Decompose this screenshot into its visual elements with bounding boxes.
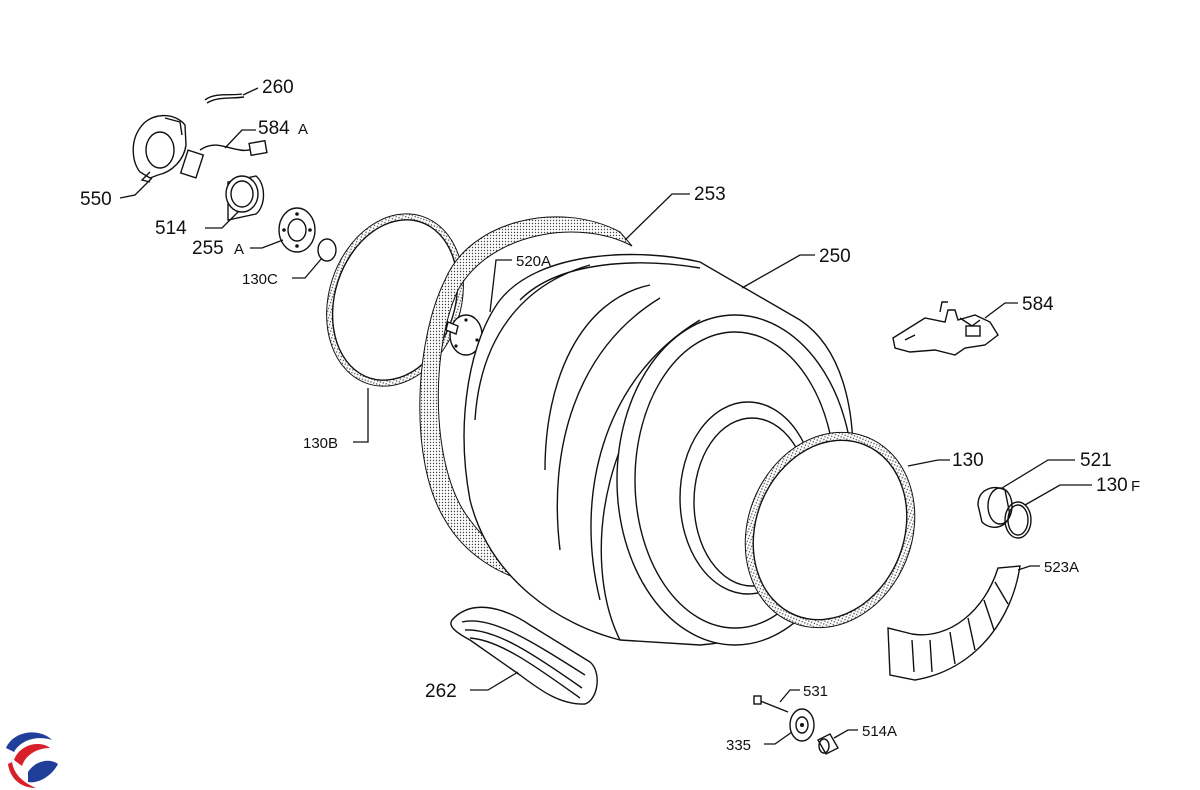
label-523a: 523A <box>1044 559 1079 576</box>
part-260: 260 <box>204 77 294 104</box>
label-584: 584 <box>1022 294 1054 315</box>
label-520a: 520A <box>516 253 551 270</box>
part-335: 335 <box>726 708 815 754</box>
part-531: 531 <box>753 683 828 713</box>
label-335: 335 <box>726 737 751 754</box>
part-584: 584 <box>892 294 1054 356</box>
label-130b: 130B <box>303 435 338 452</box>
label-531: 531 <box>803 683 828 700</box>
part-130f: 130 F <box>1004 475 1140 539</box>
label-514a: 514A <box>862 723 897 740</box>
label-255a: 255 <box>192 238 224 259</box>
label-260: 260 <box>262 77 294 98</box>
part-584a: 584 A <box>179 118 308 179</box>
label-521: 521 <box>1080 450 1112 471</box>
label-250: 250 <box>819 246 851 267</box>
part-255a: 255 A <box>192 207 316 259</box>
label-262: 262 <box>425 681 457 702</box>
label-130f-suffix: F <box>1131 478 1140 495</box>
part-514a: 514A <box>817 723 897 755</box>
label-584a: 584 <box>258 118 290 139</box>
label-253: 253 <box>694 184 726 205</box>
part-514: 514 <box>155 175 265 239</box>
part-130c: 130C <box>242 238 337 288</box>
label-584a-suffix: A <box>298 121 308 138</box>
part-550: 550 <box>80 114 187 210</box>
label-130c: 130C <box>242 271 278 288</box>
label-514: 514 <box>155 218 187 239</box>
part-130: 130 <box>744 431 984 629</box>
part-253: 253 <box>419 184 726 583</box>
label-130f: 130 <box>1096 475 1128 496</box>
label-130: 130 <box>952 450 984 471</box>
part-521: 521 <box>977 450 1112 528</box>
part-523a: 523A <box>887 559 1079 681</box>
brand-swirl-logo-icon <box>6 732 58 788</box>
label-550: 550 <box>80 189 112 210</box>
part-262: 262 <box>425 606 598 705</box>
label-255a-suffix: A <box>234 241 244 258</box>
